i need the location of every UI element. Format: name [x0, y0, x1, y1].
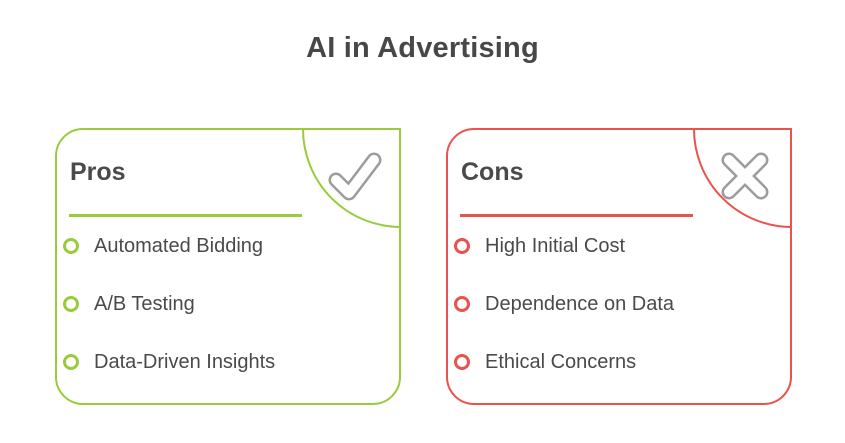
cons-card: Cons High Initial Cost Dependence on Dat…	[446, 128, 793, 405]
pros-card: Pros Automated Bidding A/B Testing Data-…	[55, 128, 402, 405]
circle-bullet-icon	[63, 354, 79, 370]
circle-bullet-icon	[63, 296, 79, 312]
list-item: Automated Bidding	[63, 217, 393, 275]
list-item: Data-Driven Insights	[63, 333, 393, 391]
list-item: Ethical Concerns	[454, 333, 784, 391]
circle-bullet-icon	[454, 238, 470, 254]
circle-bullet-icon	[63, 238, 79, 254]
corner-arc	[302, 128, 402, 228]
list-item: High Initial Cost	[454, 217, 784, 275]
card-heading: Pros	[70, 158, 126, 186]
corner-arc	[693, 128, 793, 228]
list-item: A/B Testing	[63, 275, 393, 333]
cons-list: High Initial Cost Dependence on Data Eth…	[454, 217, 784, 391]
x-icon	[721, 152, 769, 200]
heading-underline	[460, 214, 693, 217]
page-title: AI in Advertising	[306, 32, 539, 64]
circle-bullet-icon	[454, 296, 470, 312]
circle-bullet-icon	[454, 354, 470, 370]
item-label: Ethical Concerns	[485, 350, 637, 373]
checkmark-icon	[328, 152, 382, 201]
item-label: Dependence on Data	[485, 292, 675, 315]
item-label: Automated Bidding	[94, 234, 264, 257]
list-item: Dependence on Data	[454, 275, 784, 333]
pros-list: Automated Bidding A/B Testing Data-Drive…	[63, 217, 393, 391]
item-label: A/B Testing	[94, 292, 195, 315]
item-label: High Initial Cost	[485, 234, 626, 257]
item-label: Data-Driven Insights	[94, 350, 276, 373]
heading-underline	[69, 214, 302, 217]
card-heading: Cons	[461, 158, 524, 186]
